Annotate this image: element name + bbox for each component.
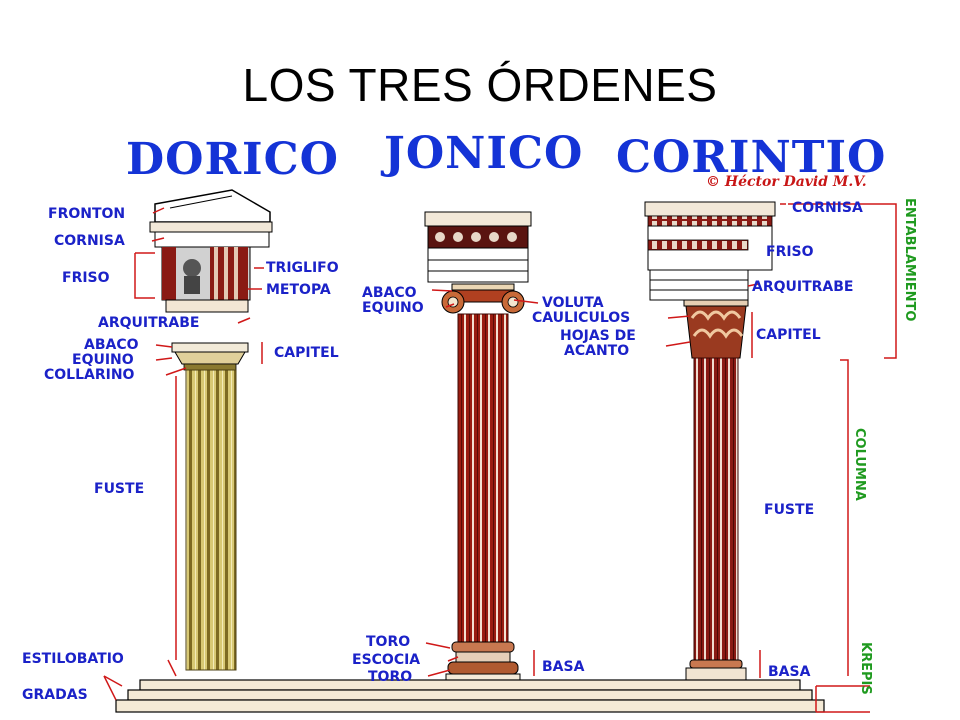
label-basa-corinthian: BASA bbox=[768, 664, 811, 680]
corinthian-shaft bbox=[693, 357, 739, 661]
corinthian-column bbox=[644, 201, 776, 681]
label-equino-doric: EQUINO bbox=[72, 352, 134, 368]
corinthian-cornice bbox=[644, 201, 776, 217]
author-credit: © Héctor David M.V. bbox=[706, 174, 867, 190]
label-columna: COLUMNA bbox=[852, 428, 867, 501]
ionic-cornice bbox=[424, 211, 532, 227]
label-krepis: KREPIS bbox=[858, 642, 873, 695]
label-equino-ionic: EQUINO bbox=[362, 300, 424, 316]
label-hojas-line2: ACANTO bbox=[564, 343, 630, 359]
label-arquitrabe-corinthian: ARQUITRABE bbox=[752, 279, 854, 295]
label-capitel-corinthian: CAPITEL bbox=[756, 327, 821, 343]
leader-lines bbox=[103, 203, 897, 713]
ionic-scotia bbox=[455, 651, 511, 663]
label-arquitrabe-doric: ARQUITRABE bbox=[98, 315, 200, 331]
label-gradas: GRADAS bbox=[22, 687, 88, 703]
label-cornisa-corinthian: CORNISA bbox=[792, 200, 863, 216]
label-friso-doric: FRISO bbox=[62, 270, 110, 286]
label-basa-ionic: BASA bbox=[542, 659, 585, 675]
corinthian-title: CORINTIO bbox=[616, 132, 887, 183]
doric-abacus bbox=[171, 342, 249, 353]
ionic-shaft bbox=[457, 313, 509, 643]
doric-architrave bbox=[165, 299, 249, 313]
label-metopa: METOPA bbox=[266, 282, 331, 298]
label-abaco-doric: ABACO bbox=[84, 337, 139, 353]
doric-cornice bbox=[149, 221, 273, 233]
ionic-column bbox=[424, 211, 532, 683]
doric-pediment bbox=[154, 189, 271, 223]
label-toro-lower: TORO bbox=[368, 669, 413, 685]
label-fronton: FRONTON bbox=[48, 206, 126, 222]
doric-echinus bbox=[174, 351, 246, 365]
label-collarino: COLLARINO bbox=[44, 367, 135, 383]
metope-figure bbox=[183, 259, 201, 277]
label-caulicolos: CAULICULOS bbox=[532, 310, 631, 326]
label-fuste-corinthian: FUSTE bbox=[764, 502, 815, 518]
label-friso-corinthian: FRISO bbox=[766, 244, 814, 260]
label-capitel-doric: CAPITEL bbox=[274, 345, 339, 361]
label-toro-upper: TORO bbox=[366, 634, 411, 650]
label-hojas-line1: HOJAS DE bbox=[560, 328, 636, 344]
ionic-torus-upper bbox=[451, 641, 515, 653]
ionic-torus-lower bbox=[447, 661, 519, 675]
doric-column bbox=[149, 189, 273, 671]
doric-title: DORICO bbox=[126, 134, 339, 185]
label-triglifo: TRIGLIFO bbox=[266, 260, 339, 276]
label-abaco-ionic: ABACO bbox=[362, 285, 417, 301]
corinthian-base bbox=[685, 667, 747, 681]
label-voluta: VOLUTA bbox=[542, 295, 604, 311]
label-fuste-doric: FUSTE bbox=[94, 481, 145, 497]
label-escocia: ESCOCIA bbox=[352, 652, 421, 668]
label-estilobatio: ESTILOBATIO bbox=[22, 651, 124, 667]
krepis-steps bbox=[115, 679, 825, 713]
ionic-abacus bbox=[451, 283, 515, 291]
ionic-title: JONICO bbox=[384, 128, 584, 179]
ionic-architrave bbox=[427, 247, 529, 283]
doric-shaft bbox=[185, 369, 237, 671]
label-entablamiento: ENTABLAMIENTO bbox=[902, 198, 917, 322]
slide-title: LOS TRES ÓRDENES bbox=[242, 59, 718, 111]
corinthian-architrave bbox=[649, 269, 749, 301]
label-cornisa-doric: CORNISA bbox=[54, 233, 125, 249]
